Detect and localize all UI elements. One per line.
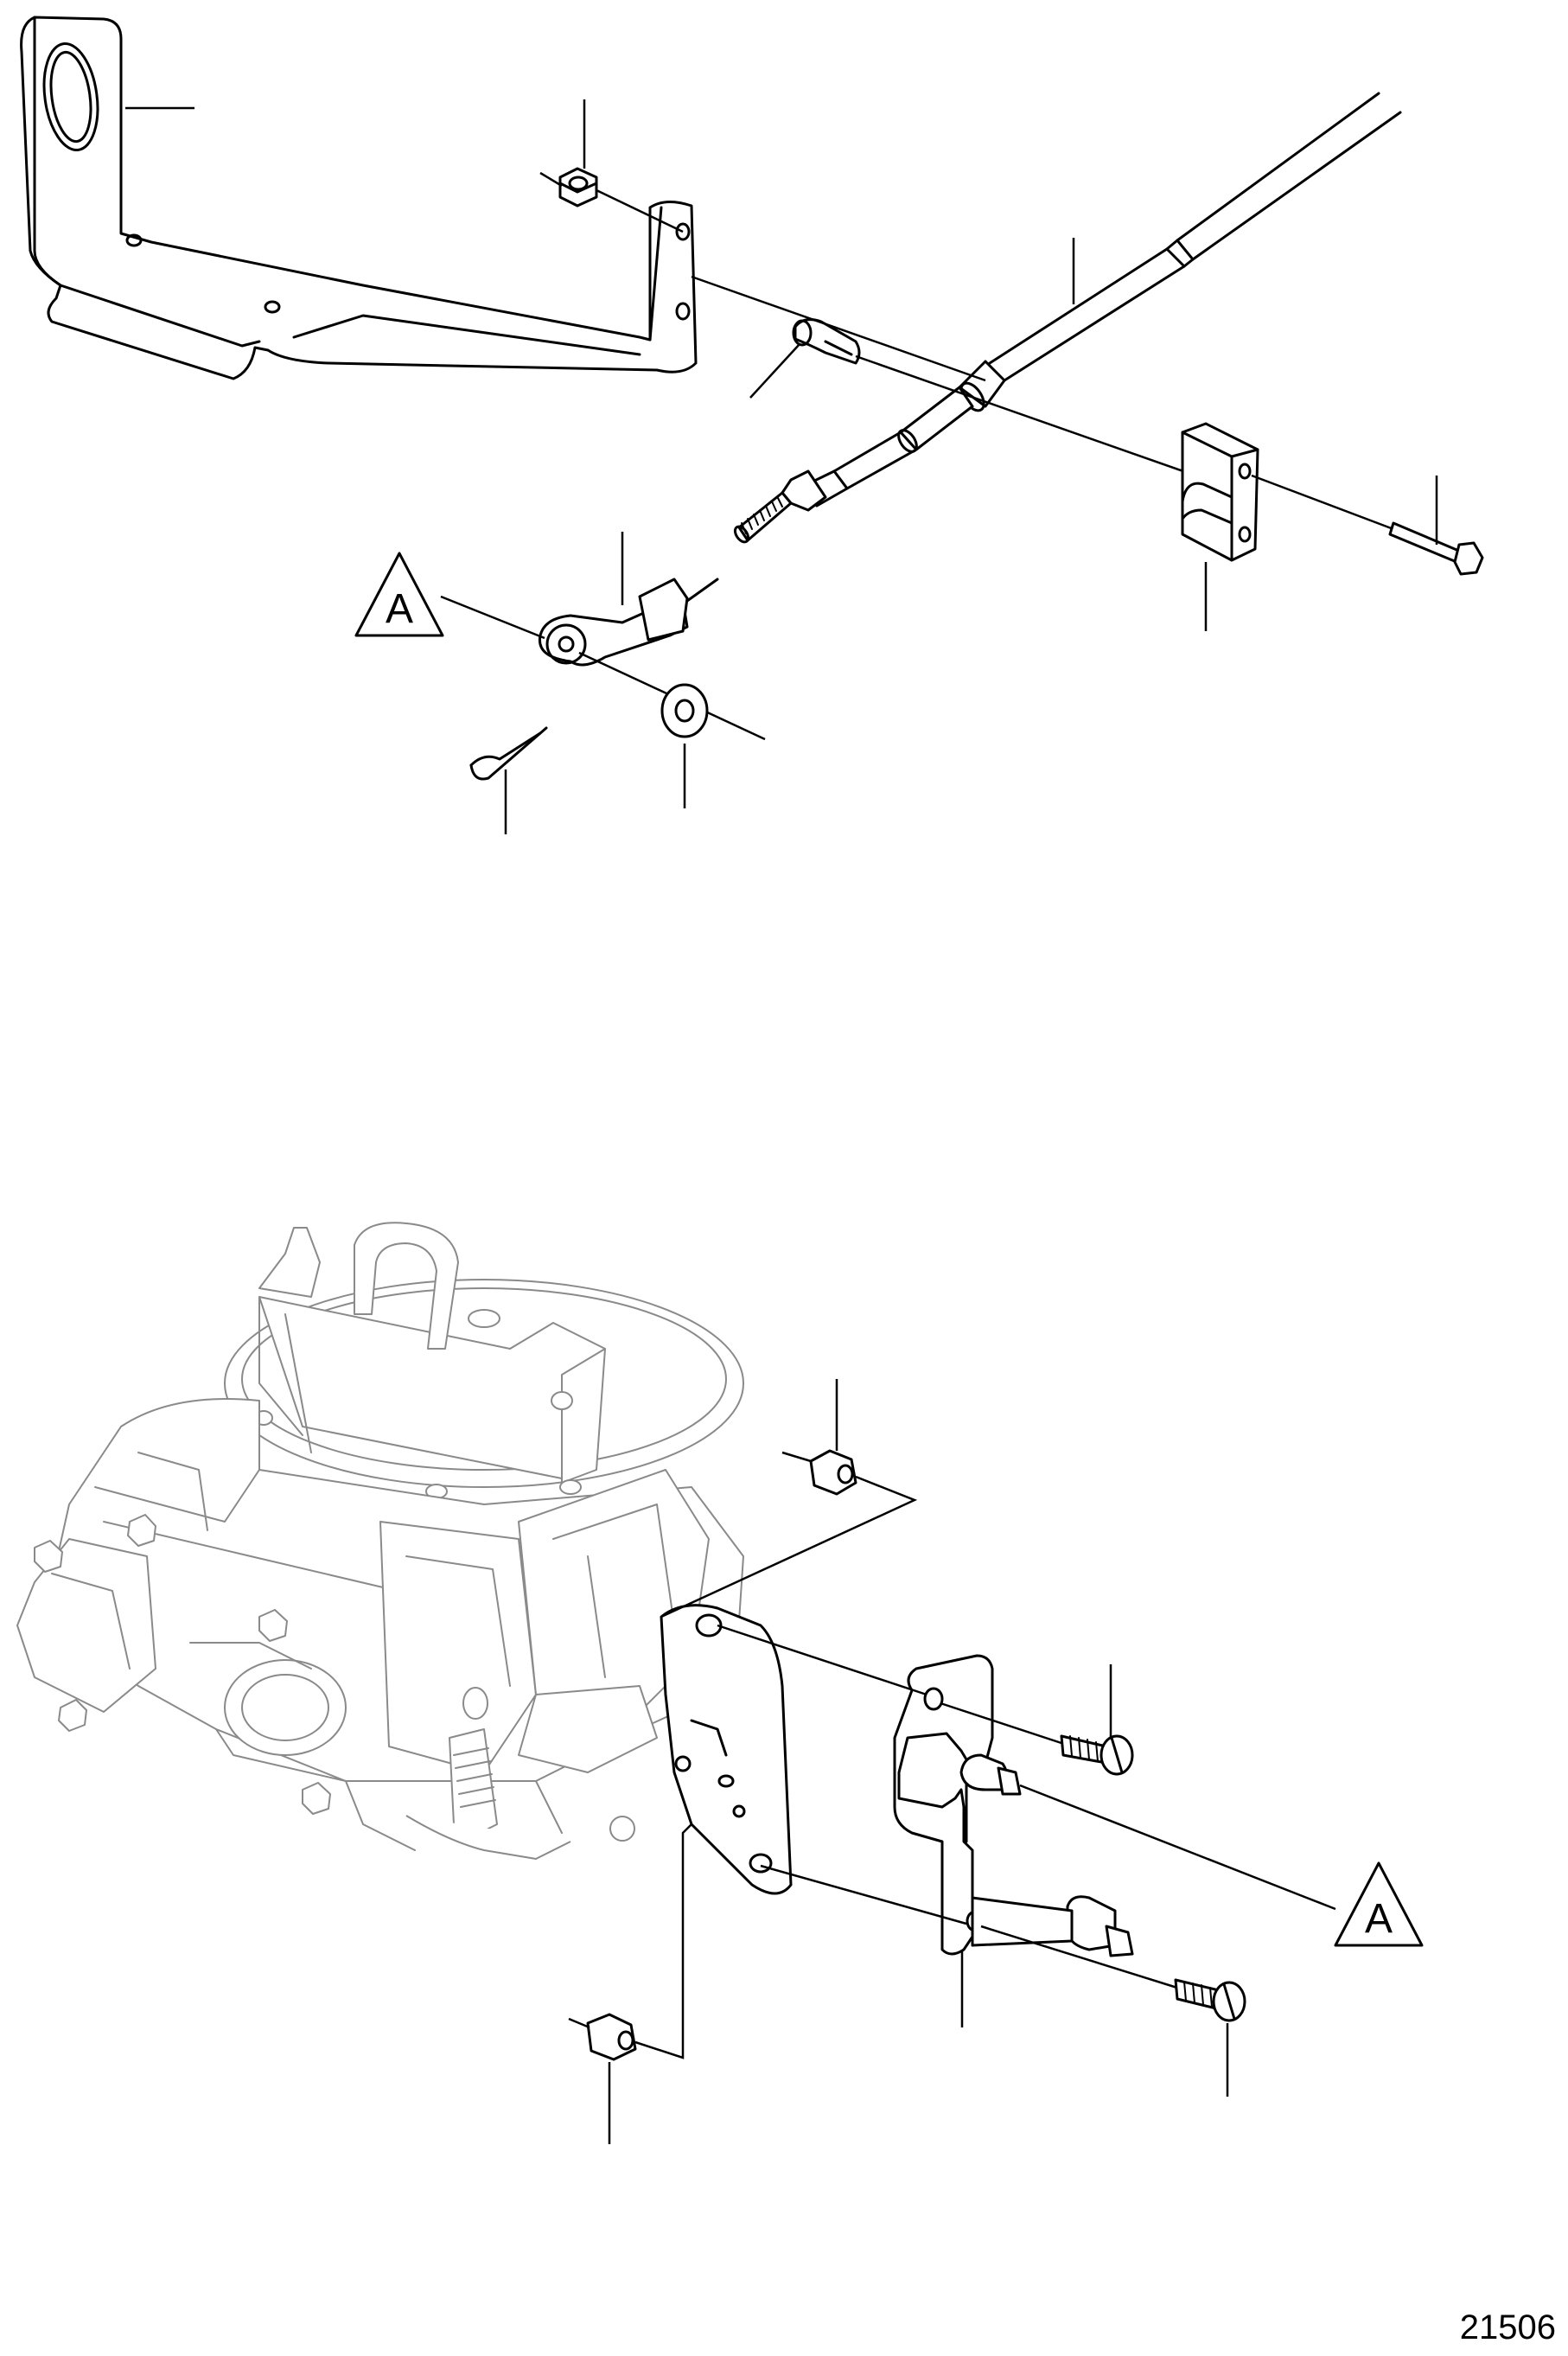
callout-a-upper: A: [354, 552, 444, 637]
nut-leader-short: [539, 171, 563, 188]
clamp-bolt: [1388, 521, 1484, 576]
hex-nut-upper: [558, 167, 598, 208]
cable-clamp-block: [1181, 422, 1259, 562]
clamp-to-screw-line: [1251, 474, 1401, 533]
callout-a-lower: A: [1334, 1861, 1424, 1947]
hex-nut-carb-lower: [586, 2013, 637, 2061]
bushing-leader-line: [749, 343, 800, 399]
bracket-to-cable-line: [691, 275, 986, 382]
plate-to-bracket-lower-line: [760, 1864, 967, 1925]
carburetor-body: [16, 1222, 744, 1860]
callout-a-upper-leader: [440, 595, 545, 640]
carb-nut-upper-short: [781, 1451, 812, 1463]
callout-a-lower-leader: [1019, 1784, 1336, 1911]
rod-end-socket: [538, 578, 719, 667]
hex-nut-carb-upper: [809, 1449, 857, 1496]
bushing-to-clamp-line: [855, 354, 1246, 495]
cable-anchor-bracket: [893, 1654, 1134, 1957]
carb-nut-lower-short: [568, 2017, 590, 2029]
throttle-cable: [733, 92, 1402, 544]
callout-a-lower-label: A: [1365, 1896, 1393, 1942]
plate-to-bracket-upper-line: [717, 1624, 927, 1696]
cotter-pin: [469, 726, 548, 781]
carb-nut-upper-stud-line: [660, 1475, 918, 1619]
slotted-screw-lower: [1174, 1978, 1246, 2022]
carb-nut-lower-stud-line: [634, 1823, 692, 2059]
bracket-to-screw-lower-line: [980, 1925, 1181, 1990]
flat-washer: [660, 683, 709, 738]
cable-mounting-bracket: [20, 16, 698, 380]
nut-to-bracket-line: [596, 188, 684, 233]
bracket-to-screw-upper-line: [940, 1702, 1073, 1748]
callout-a-upper-label: A: [386, 586, 413, 632]
split-bushing: [792, 318, 861, 365]
figure-number: 21506: [1459, 2308, 1556, 2346]
slotted-screw-upper: [1060, 1734, 1134, 1776]
throttle-plate: [660, 1604, 793, 1895]
